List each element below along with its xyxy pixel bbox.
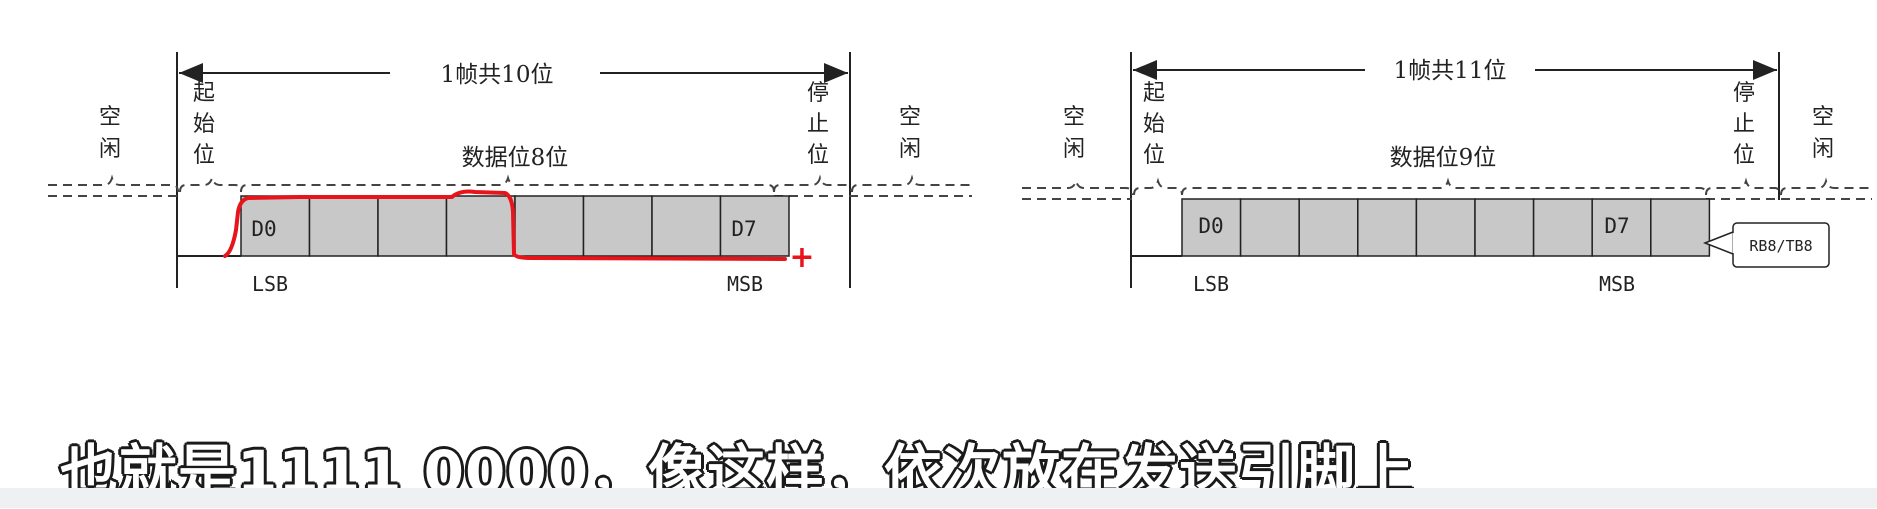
- left-data-cells: [240, 195, 790, 257]
- right-start-bit-char-1: 起: [1143, 81, 1165, 106]
- right-frame-label: 1帧共11位: [1394, 58, 1507, 84]
- left-stop-bit-char-1: 停: [807, 81, 829, 106]
- right-stop-bit-char-2: 止: [1733, 112, 1755, 137]
- left-msb-label: MSB: [727, 272, 763, 296]
- right-bit-cell-6: [1532, 198, 1593, 257]
- right-stop-bit-char-1: 停: [1733, 81, 1755, 106]
- right-lsb-label: LSB: [1193, 272, 1229, 296]
- right-idle-right-char-1: 空: [1812, 105, 1834, 130]
- right-bit-cell-1: [1239, 198, 1300, 257]
- left-start-bit-char-3: 位: [193, 143, 215, 168]
- left-bit-cell-1: [308, 195, 379, 257]
- left-idle-left-char-2: 闲: [99, 137, 121, 162]
- right-bit-cell-3: [1357, 198, 1418, 257]
- right-bit-cell-5: [1474, 198, 1535, 257]
- callout-label: RB8/TB8: [1749, 237, 1812, 255]
- right-last-cell-label: D7: [1604, 214, 1629, 238]
- left-bit-cell-2: [377, 195, 448, 257]
- right-idle-left-char-2: 闲: [1063, 137, 1085, 162]
- left-idle-left-char-1: 空: [99, 105, 121, 130]
- left-start-bit-char-2: 始: [193, 112, 215, 137]
- right-first-cell-label: D0: [1198, 214, 1223, 238]
- right-start-bit-char-3: 位: [1143, 143, 1165, 168]
- red-waveform-annotation: [223, 189, 787, 261]
- left-bit-cell-7: [719, 195, 790, 257]
- right-bit-cell-8: [1650, 198, 1711, 257]
- left-bit-cell-5: [582, 195, 653, 257]
- right-bit-cell-4: [1415, 198, 1476, 257]
- left-data-bits-label: 数据位8位: [462, 145, 569, 171]
- left-idle-high-line: [48, 174, 972, 193]
- left-start-bit-char-1: 起: [193, 81, 215, 106]
- left-frame: 1帧共10位 空 闲 起 始 位 数据位8位 停 止 位 空 闲 D0 D7 L…: [48, 52, 972, 296]
- left-stop-bit-char-3: 位: [807, 143, 829, 168]
- right-stop-bit-char-3: 位: [1733, 143, 1755, 168]
- bottom-strip: [0, 488, 1877, 508]
- left-idle-right-char-1: 空: [899, 105, 921, 130]
- left-idle-right-char-2: 闲: [899, 137, 921, 162]
- left-bit-cell-4: [514, 195, 585, 257]
- right-data-bits-label: 数据位9位: [1390, 145, 1497, 171]
- right-bit-cell-2: [1298, 198, 1359, 257]
- left-last-cell-label: D7: [731, 217, 756, 241]
- right-idle-high-line: [1022, 177, 1872, 196]
- right-bit-cell-0: [1181, 198, 1242, 257]
- left-bit-cell-3: [445, 195, 516, 257]
- right-start-bit-char-2: 始: [1143, 112, 1165, 137]
- red-plus-annotation: +: [789, 240, 814, 275]
- right-frame: 1帧共11位 空 闲 起 始 位 数据位9位 停 止 位 空 闲 D0 D7 L…: [1022, 52, 1872, 296]
- left-stop-bit-char-2: 止: [807, 112, 829, 137]
- right-idle-left-char-1: 空: [1063, 105, 1085, 130]
- right-bit-cell-7: [1591, 198, 1652, 257]
- left-first-cell-label: D0: [251, 217, 276, 241]
- right-msb-label: MSB: [1599, 272, 1635, 296]
- left-lsb-label: LSB: [252, 272, 288, 296]
- left-frame-label: 1帧共10位: [441, 62, 554, 88]
- right-idle-right-char-2: 闲: [1812, 137, 1834, 162]
- left-bit-cell-6: [651, 195, 722, 257]
- right-data-cells: [1181, 198, 1711, 257]
